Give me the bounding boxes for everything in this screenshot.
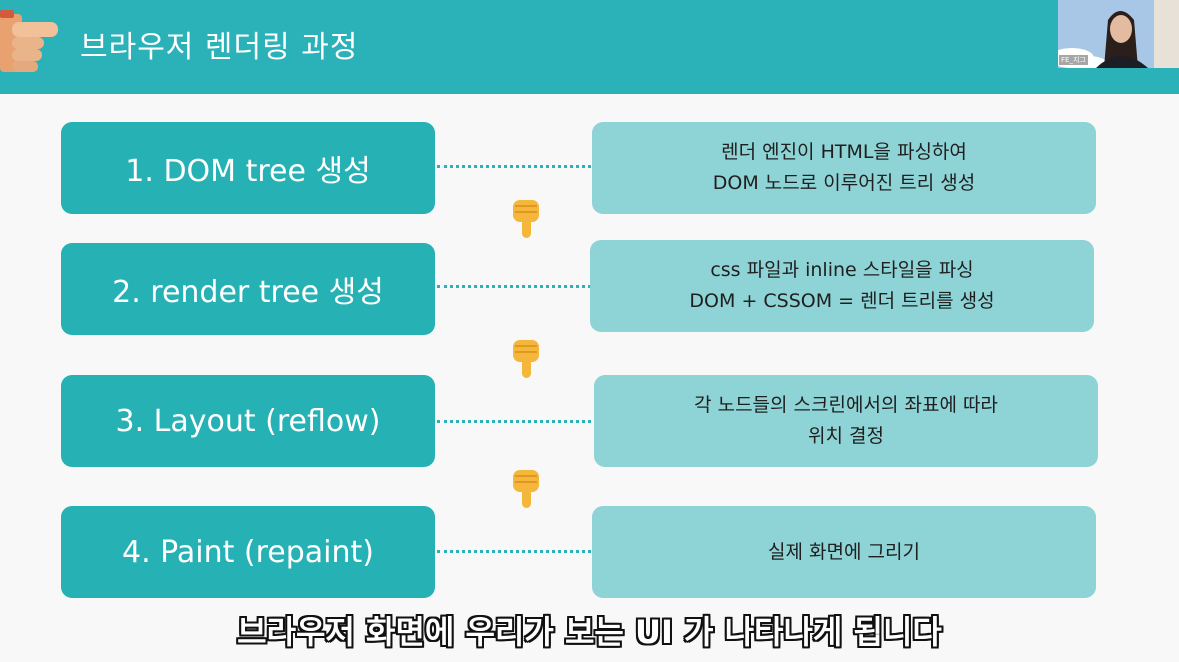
dotted-connector: [437, 550, 591, 553]
step-box-layout: 3. Layout (reflow): [61, 375, 435, 467]
step-label: 1. DOM tree 생성: [125, 146, 370, 190]
desc-box-render-tree: css 파일과 inline 스타일을 파싱 DOM + CSSOM = 렌더 …: [590, 240, 1094, 332]
step-box-paint: 4. Paint (repaint): [61, 506, 435, 598]
slide-title: 브라우저 렌더링 과정: [80, 22, 358, 66]
dotted-connector: [437, 165, 591, 168]
subtitle-text: 브라우저 화면에 우리가 보는 UI 가 나타나게 됩니다: [237, 607, 942, 653]
step-label: 3. Layout (reflow): [115, 404, 380, 439]
step-label: 2. render tree 생성: [112, 267, 384, 311]
dotted-connector: [437, 285, 591, 288]
slide-header: 브라우저 렌더링 과정: [0, 0, 1179, 94]
pointing-down-hand-icon: [508, 198, 544, 240]
desc-box-dom-tree: 렌더 엔진이 HTML을 파싱하여 DOM 노드로 이루어진 트리 생성: [592, 122, 1096, 214]
desc-line: DOM + CSSOM = 렌더 트리를 생성: [689, 286, 994, 317]
pointing-down-hand-icon: [508, 468, 544, 510]
desc-line: css 파일과 inline 스타일을 파싱: [710, 255, 973, 286]
pointing-hand-icon: [0, 0, 64, 80]
webcam-name-label: FE_지그: [1059, 55, 1088, 65]
webcam-video: FE_지그: [1058, 0, 1179, 68]
desc-box-paint: 실제 화면에 그리기: [592, 506, 1096, 598]
desc-box-layout: 각 노드들의 스크린에서의 좌표에 따라 위치 결정: [594, 375, 1098, 467]
desc-line: 실제 화면에 그리기: [768, 537, 920, 568]
pointing-down-hand-icon: [508, 338, 544, 380]
step-label: 4. Paint (repaint): [122, 535, 374, 570]
video-subtitle: 브라우저 화면에 우리가 보는 UI 가 나타나게 됩니다: [0, 602, 1179, 658]
desc-line: DOM 노드로 이루어진 트리 생성: [713, 168, 975, 199]
step-box-render-tree: 2. render tree 생성: [61, 243, 435, 335]
desc-line: 렌더 엔진이 HTML을 파싱하여: [721, 137, 967, 168]
desc-line: 각 노드들의 스크린에서의 좌표에 따라: [694, 390, 998, 421]
dotted-connector: [437, 420, 591, 423]
step-box-dom-tree: 1. DOM tree 생성: [61, 122, 435, 214]
desc-line: 위치 결정: [808, 421, 884, 452]
